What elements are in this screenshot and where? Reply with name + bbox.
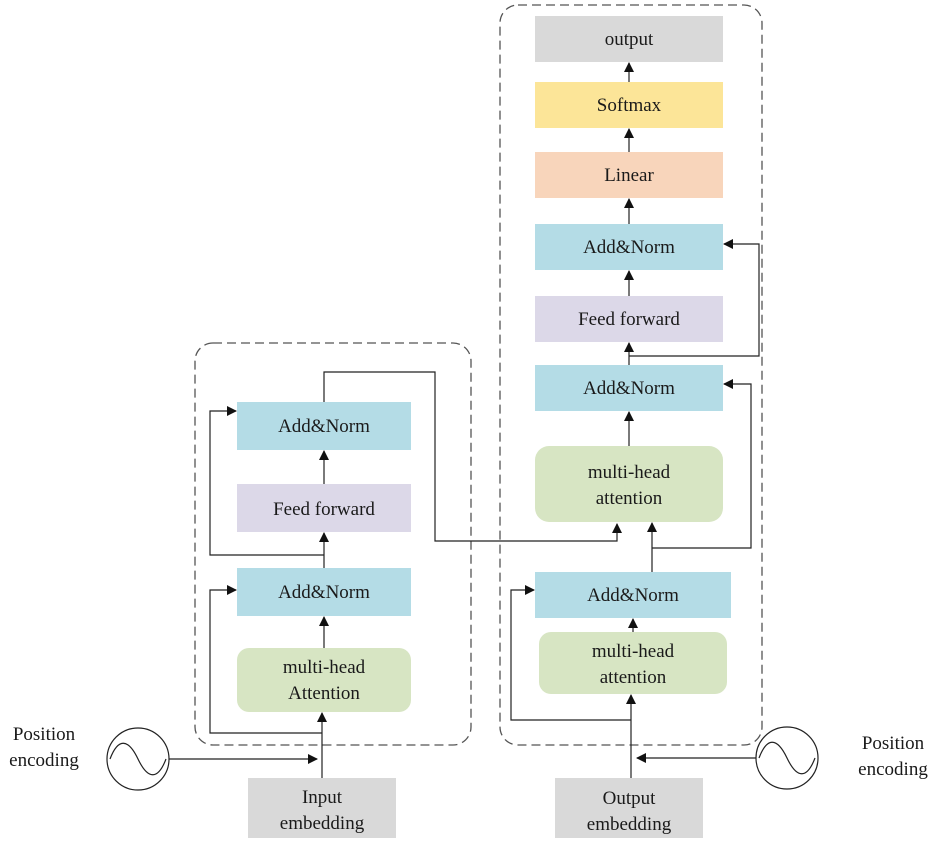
decoder-output-label: output <box>605 29 654 50</box>
encoder-frame <box>194 342 472 746</box>
encoder-add-norm-1-label: Add&Norm <box>278 582 370 603</box>
encoder-wires <box>169 371 622 778</box>
decoder-add-norm-3-block: Add&Norm <box>535 224 723 270</box>
decoder-feed-forward-label: Feed forward <box>578 309 680 330</box>
encoder-input-embedding-line2: embedding <box>280 813 365 834</box>
decoder-masked-attention-line1: multi-head <box>592 641 675 662</box>
decoder-masked-attention-block: multi-head attention <box>539 632 727 694</box>
encoder-input-embedding-block: Input embedding <box>248 778 396 838</box>
encoder-add-norm-2-block: Add&Norm <box>237 402 411 450</box>
decoder-cross-attention-line1: multi-head <box>588 462 671 483</box>
decoder-feed-forward-block: Feed forward <box>535 296 723 342</box>
decoder-add-norm-2-block: Add&Norm <box>535 365 723 411</box>
encoder-input-embedding-line1: Input <box>302 787 343 808</box>
decoder-add-norm-1-label: Add&Norm <box>587 585 679 606</box>
decoder-output-embedding-block: Output embedding <box>555 778 703 838</box>
encoder-feed-forward-block: Feed forward <box>237 484 411 532</box>
decoder-position-encoding-line2: encoding <box>858 759 928 780</box>
decoder-position-encoding-line1: Position <box>862 733 925 754</box>
decoder-softmax-label: Softmax <box>597 95 662 116</box>
decoder-output-embedding-line2: embedding <box>587 814 672 835</box>
decoder-cross-attention-block: multi-head attention <box>535 446 723 522</box>
encoder-add-norm-1-block: Add&Norm <box>237 568 411 616</box>
encoder-feed-forward-label: Feed forward <box>273 499 375 520</box>
decoder-masked-attention-line2: attention <box>600 667 667 688</box>
encoder-position-encoding-line1: Position <box>13 724 76 745</box>
decoder-cross-attention-line2: attention <box>596 488 663 509</box>
decoder-position-encoding: Position encoding <box>755 726 928 790</box>
decoder-add-norm-2-label: Add&Norm <box>583 378 675 399</box>
encoder-attention-line2: Attention <box>288 683 360 704</box>
decoder-add-norm-3-label: Add&Norm <box>583 237 675 258</box>
encoder-attention-line1: multi-head <box>283 657 366 678</box>
decoder-softmax-block: Softmax <box>535 82 723 128</box>
decoder-add-norm-1-block: Add&Norm <box>535 572 731 618</box>
encoder-add-norm-2-label: Add&Norm <box>278 416 370 437</box>
decoder-output-embedding-line1: Output <box>603 788 657 809</box>
decoder-wires <box>510 62 760 778</box>
decoder-linear-block: Linear <box>535 152 723 198</box>
encoder-sine-wave-path <box>109 742 167 776</box>
encoder-position-encoding: Position encoding <box>9 724 170 791</box>
encoder-attention-block: multi-head Attention <box>237 648 411 712</box>
decoder-sine-wave-path <box>758 741 816 775</box>
decoder-linear-label: Linear <box>604 165 654 186</box>
encoder-position-encoding-line2: encoding <box>9 750 79 771</box>
decoder-output-block: output <box>535 16 723 62</box>
